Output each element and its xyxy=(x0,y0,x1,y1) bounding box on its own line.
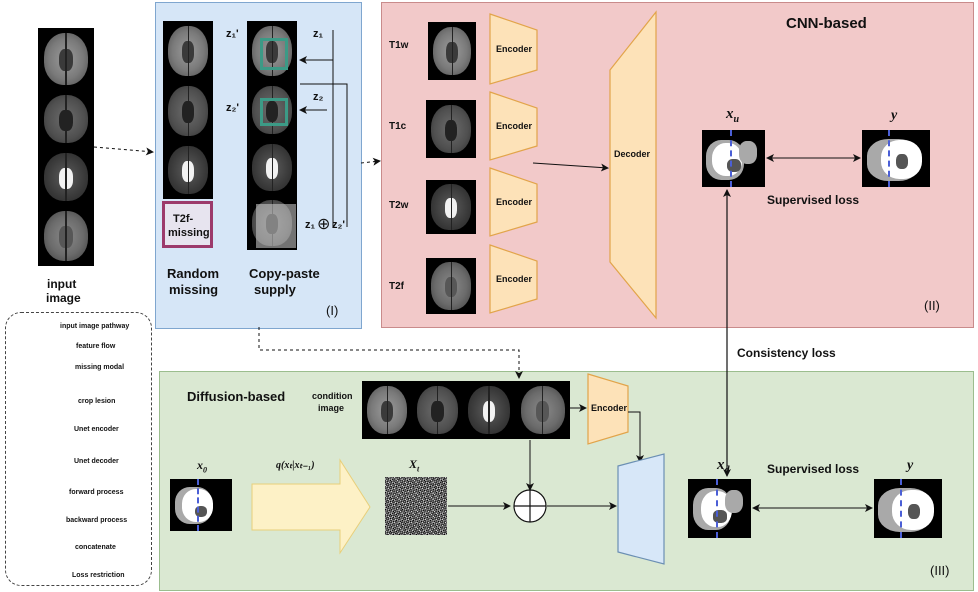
cnn-brain-t1c xyxy=(426,100,476,158)
diffusion-title: Diffusion-based xyxy=(187,389,286,404)
z1-prime-label: z₁' xyxy=(226,28,239,40)
crop-lesion-box-2 xyxy=(260,98,288,126)
crop-lesion-box-1 xyxy=(260,38,288,70)
legend-label-unet-decoder: Unet decoder xyxy=(74,458,119,465)
random-missing-label-2: missing xyxy=(169,282,219,297)
cnn-encoder-label-1: Encoder xyxy=(496,44,533,54)
q-forward-label: q(xₜ|xₜ₋₁) xyxy=(276,460,315,471)
condition-brain-4 xyxy=(515,381,570,439)
modality-label-t2w: T2w xyxy=(389,200,409,211)
cnn-y-segmentation xyxy=(862,130,930,187)
legend-label-input-pathway: input image pathway xyxy=(60,323,130,330)
cnn-brain-t1w xyxy=(428,22,476,80)
denoise-label: Denosie xyxy=(619,500,662,512)
legend-label-forward-process: forward process xyxy=(69,489,124,496)
cnn-encoder-label-3: Encoder xyxy=(496,197,533,207)
copy-paste-label-2: supply xyxy=(254,282,296,297)
cnn-decoder-label: Decoder xyxy=(614,149,651,159)
missing-label-1: T2f- xyxy=(173,213,194,225)
input-label-2: image xyxy=(46,291,81,305)
condition-brain-3 xyxy=(463,381,515,439)
modality-label-t1c: T1c xyxy=(389,121,407,132)
diffusion-y-label: y xyxy=(907,458,914,473)
legend-label-feature-flow: feature flow xyxy=(76,343,116,350)
x0-label: x0 xyxy=(197,458,207,475)
pasted-patch xyxy=(256,204,296,248)
input-pathway-arrow-2 xyxy=(360,157,381,166)
modality-label-t2f: T2f xyxy=(389,281,404,292)
missing-label-2: missing xyxy=(168,227,210,239)
input-label-1: input xyxy=(47,277,77,291)
input-brain-t1 xyxy=(38,90,94,148)
cnn-supervised-loss-label: Supervised loss xyxy=(767,193,860,207)
legend-label-backward-process: backward process xyxy=(66,517,128,524)
diffusion-supervised-loss-label: Supervised loss xyxy=(767,462,860,476)
copy-brain-2 xyxy=(247,81,297,139)
modality-label-t1w: T1w xyxy=(389,40,409,51)
add-noise-label: Add-noise xyxy=(280,500,339,514)
cnn-brain-t2w xyxy=(426,180,476,234)
z2-prime-label: z₂' xyxy=(226,102,240,114)
consistency-loss-label: Consistency loss xyxy=(737,346,836,360)
missing-modal-box xyxy=(162,201,213,248)
condition-label-1: condition xyxy=(312,391,353,401)
condition-brain-2 xyxy=(412,381,463,439)
xd-label: xd xyxy=(717,457,730,476)
legend-label-missing-modal: missing modal xyxy=(75,364,125,371)
cnn-encoder-label-4: Encoder xyxy=(496,274,533,284)
diffusion-xd-segmentation xyxy=(688,479,751,538)
cnn-y-label: y xyxy=(891,108,898,123)
random-brain-3 xyxy=(163,141,213,199)
zsum-a-label: z₁ xyxy=(305,219,316,231)
legend-box xyxy=(5,312,152,586)
cnn-encoder-label-2: Encoder xyxy=(496,121,533,131)
input-pathway-arrow-1 xyxy=(93,146,154,156)
z1-label: z₁ xyxy=(313,28,324,40)
zsum-b-label: z₂' xyxy=(332,219,346,231)
copy-brain-3 xyxy=(247,139,297,196)
xt-label: Xt xyxy=(409,457,420,474)
zsum-op-icon: ⊕ xyxy=(317,216,331,233)
panel-ii-tag: (II) xyxy=(924,298,940,313)
condition-label-2: image xyxy=(318,403,345,413)
condition-brain-1 xyxy=(362,381,412,439)
random-brain-1 xyxy=(163,21,213,81)
legend-label-unet-encoder: Unet encoder xyxy=(74,426,119,433)
random-missing-label-1: Random xyxy=(167,266,219,281)
input-brain-t2 xyxy=(38,148,94,206)
panel-i-tag: (I) xyxy=(326,303,339,318)
cnn-xu-label: xu xyxy=(726,106,740,125)
diffusion-encoder-label: Encoder xyxy=(591,403,628,413)
input-brain-flair xyxy=(38,28,94,90)
diffusion-x0-image xyxy=(170,479,232,531)
copy-paste-label-1: Copy-paste xyxy=(249,266,320,281)
diffusion-y-segmentation xyxy=(874,479,942,538)
panel-iii-tag: (III) xyxy=(930,563,950,578)
random-brain-2 xyxy=(163,81,213,141)
cnn-title: CNN-based xyxy=(786,15,867,32)
noisy-xt-image xyxy=(385,477,447,535)
z2-label: z₂ xyxy=(313,91,324,103)
cnn-brain-t2f xyxy=(426,258,476,314)
legend-label-crop-lesion: crop lesion xyxy=(78,398,116,405)
cnn-xu-segmentation xyxy=(702,130,765,187)
legend-label-loss-restriction: Loss restriction xyxy=(72,572,125,579)
input-brain-t2f xyxy=(38,206,94,266)
legend-label-concatenate: concatenate xyxy=(75,544,116,551)
